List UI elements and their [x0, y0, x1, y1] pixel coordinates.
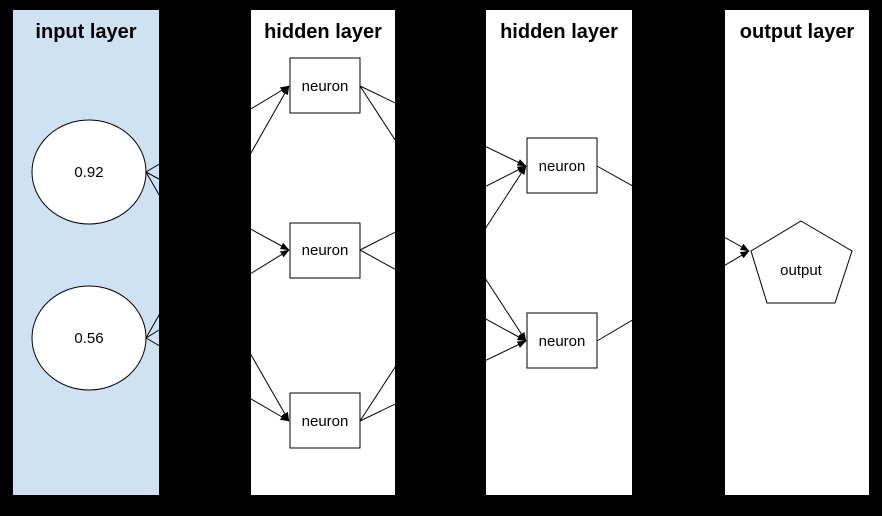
output-node: output: [750, 220, 853, 304]
input-node-2: 0.56: [31, 285, 147, 391]
hidden1-neuron-3-box: [289, 392, 361, 449]
edge-h2-1-to-output: [596, 165, 750, 252]
hidden1-neuron-3-label: neuron: [302, 413, 349, 430]
hidden-layer-1-title: hidden layer: [264, 21, 382, 43]
input-layer-title: input layer: [35, 21, 136, 43]
output-node-pentagon: [750, 220, 853, 304]
hidden2-neuron-1-label: neuron: [539, 158, 586, 175]
connection-edges: [145, 85, 750, 422]
edge-h1-3-to-h2-1: [359, 165, 527, 422]
output-layer-title: output layer: [740, 21, 855, 43]
hidden-layer-2-title: hidden layer: [500, 21, 618, 43]
input-layer-panel: [13, 10, 159, 495]
hidden2-neuron-2: neuron: [526, 312, 598, 369]
edge-input-2-to-h1-2: [145, 249, 290, 339]
input-node-2-circle: [31, 285, 147, 391]
hidden1-neuron-1: neuron: [289, 57, 361, 114]
hidden2-neuron-2-label: neuron: [539, 333, 586, 350]
edge-h1-2-to-h2-2: [359, 249, 527, 342]
input-node-1-circle: [31, 119, 147, 225]
hidden1-neuron-1-box: [289, 57, 361, 114]
hidden1-neuron-2: neuron: [289, 222, 361, 279]
input-node-1: 0.92: [31, 119, 147, 225]
hidden-layer-2-panel: [486, 10, 632, 495]
hidden2-neuron-1: neuron: [526, 137, 598, 194]
hidden2-neuron-2-box: [526, 312, 598, 369]
output-node-label: output: [780, 262, 823, 279]
input-node-1-label: 0.92: [74, 164, 103, 181]
edge-h1-1-to-h2-2: [359, 85, 527, 342]
hidden1-neuron-2-label: neuron: [302, 242, 349, 259]
edge-h1-3-to-h2-2: [359, 340, 527, 422]
hidden1-neuron-2-box: [289, 222, 361, 279]
hidden1-neuron-1-label: neuron: [302, 78, 349, 95]
edge-h1-1-to-h2-1: [359, 85, 527, 167]
hidden2-neuron-1-box: [526, 137, 598, 194]
edge-h1-2-to-h2-1: [359, 165, 527, 251]
input-node-2-label: 0.56: [74, 330, 103, 347]
edge-input-1-to-h1-3: [145, 171, 290, 422]
edge-input-2-to-h1-1: [145, 85, 290, 339]
hidden1-neuron-3: neuron: [289, 392, 361, 449]
edge-input-1-to-h1-1: [145, 85, 290, 173]
edge-h2-2-to-output: [596, 250, 750, 342]
edge-input-2-to-h1-3: [145, 337, 290, 422]
